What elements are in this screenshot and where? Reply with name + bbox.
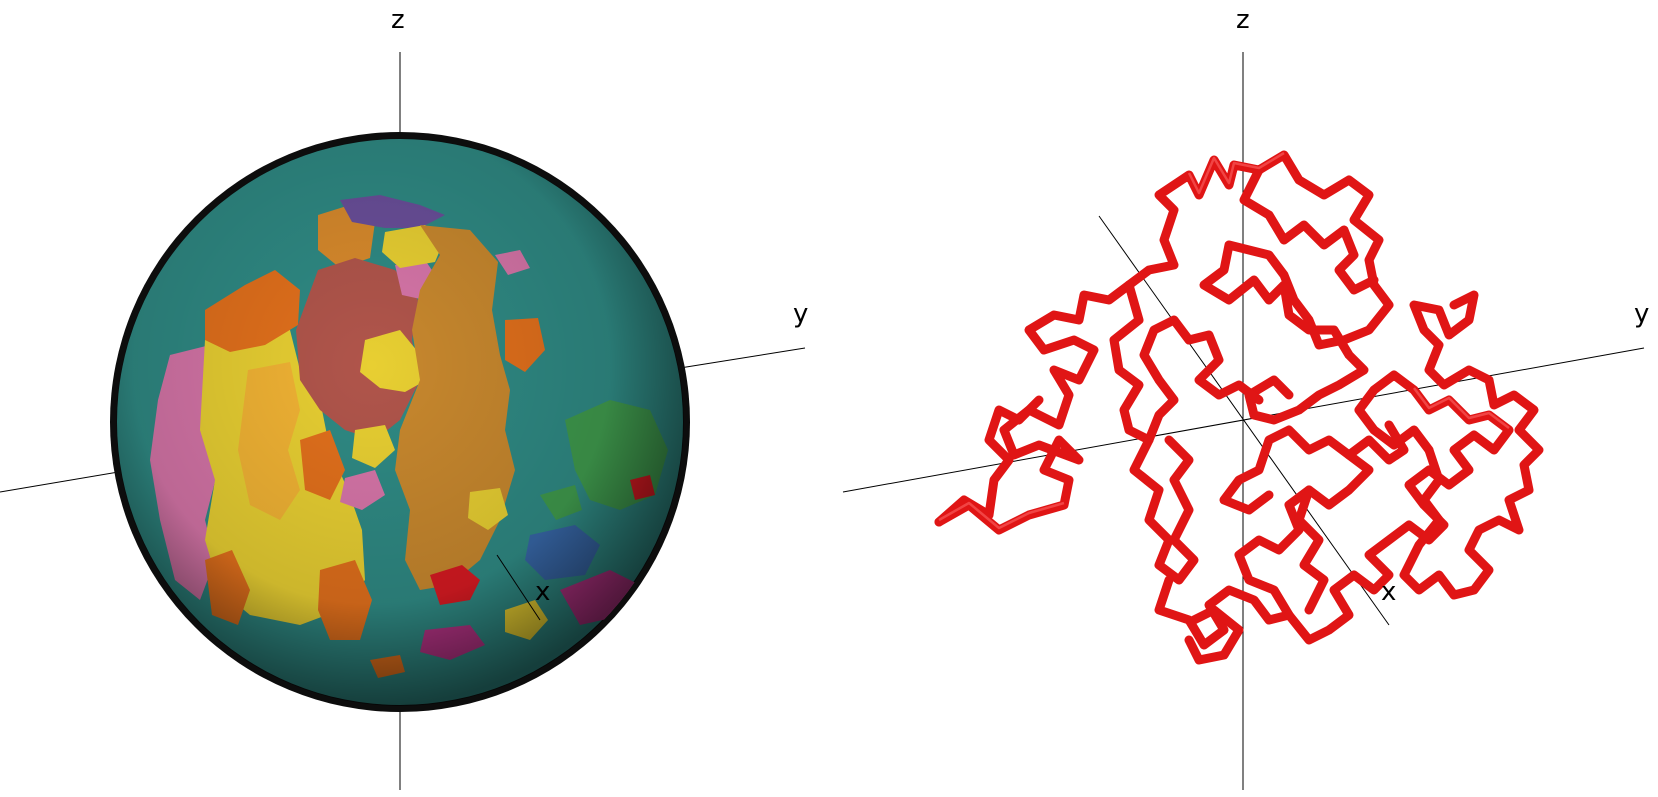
z-axis-label: z bbox=[391, 5, 405, 35]
backbone-tube bbox=[934, 150, 1544, 665]
backbone-segment-4 bbox=[1129, 435, 1199, 585]
backbone-segment-9 bbox=[1239, 165, 1379, 295]
x-axis-label: x bbox=[1381, 577, 1396, 607]
backbone-view: z y x bbox=[842, 5, 1649, 790]
backbone-segment-3 bbox=[1109, 280, 1264, 445]
surface-panel: z y x bbox=[0, 5, 808, 790]
backbone-segment-10 bbox=[1294, 485, 1329, 615]
backbone-segment-8 bbox=[1184, 605, 1244, 665]
x-axis-line bbox=[496, 554, 541, 621]
y-axis-line-left bbox=[0, 469, 131, 493]
sphere-shading bbox=[116, 138, 684, 706]
highlight-1 bbox=[938, 501, 1065, 530]
z-axis-label: z bbox=[1236, 5, 1250, 35]
backbone-segment-1 bbox=[934, 150, 1394, 535]
y-axis-label: y bbox=[793, 299, 808, 329]
highlight-2 bbox=[1187, 151, 1285, 195]
surface-view: z y x bbox=[0, 5, 808, 790]
backbone-segment-11 bbox=[1344, 420, 1409, 465]
x-axis-line bbox=[1098, 215, 1390, 626]
backbone-segment-5 bbox=[1154, 425, 1374, 650]
backbone-segment-7 bbox=[1399, 290, 1544, 600]
backbone-panel: z y x bbox=[829, 0, 1658, 797]
highlight-3 bbox=[1413, 387, 1510, 429]
backbone-segment-6 bbox=[1284, 370, 1514, 645]
surface-patches bbox=[116, 138, 684, 706]
y-axis-label: y bbox=[1634, 299, 1649, 329]
backbone-highlight bbox=[938, 151, 1510, 530]
y-axis-line-right bbox=[679, 347, 806, 369]
backbone-segment-2 bbox=[934, 395, 1044, 527]
x-axis-label: x bbox=[535, 577, 550, 607]
